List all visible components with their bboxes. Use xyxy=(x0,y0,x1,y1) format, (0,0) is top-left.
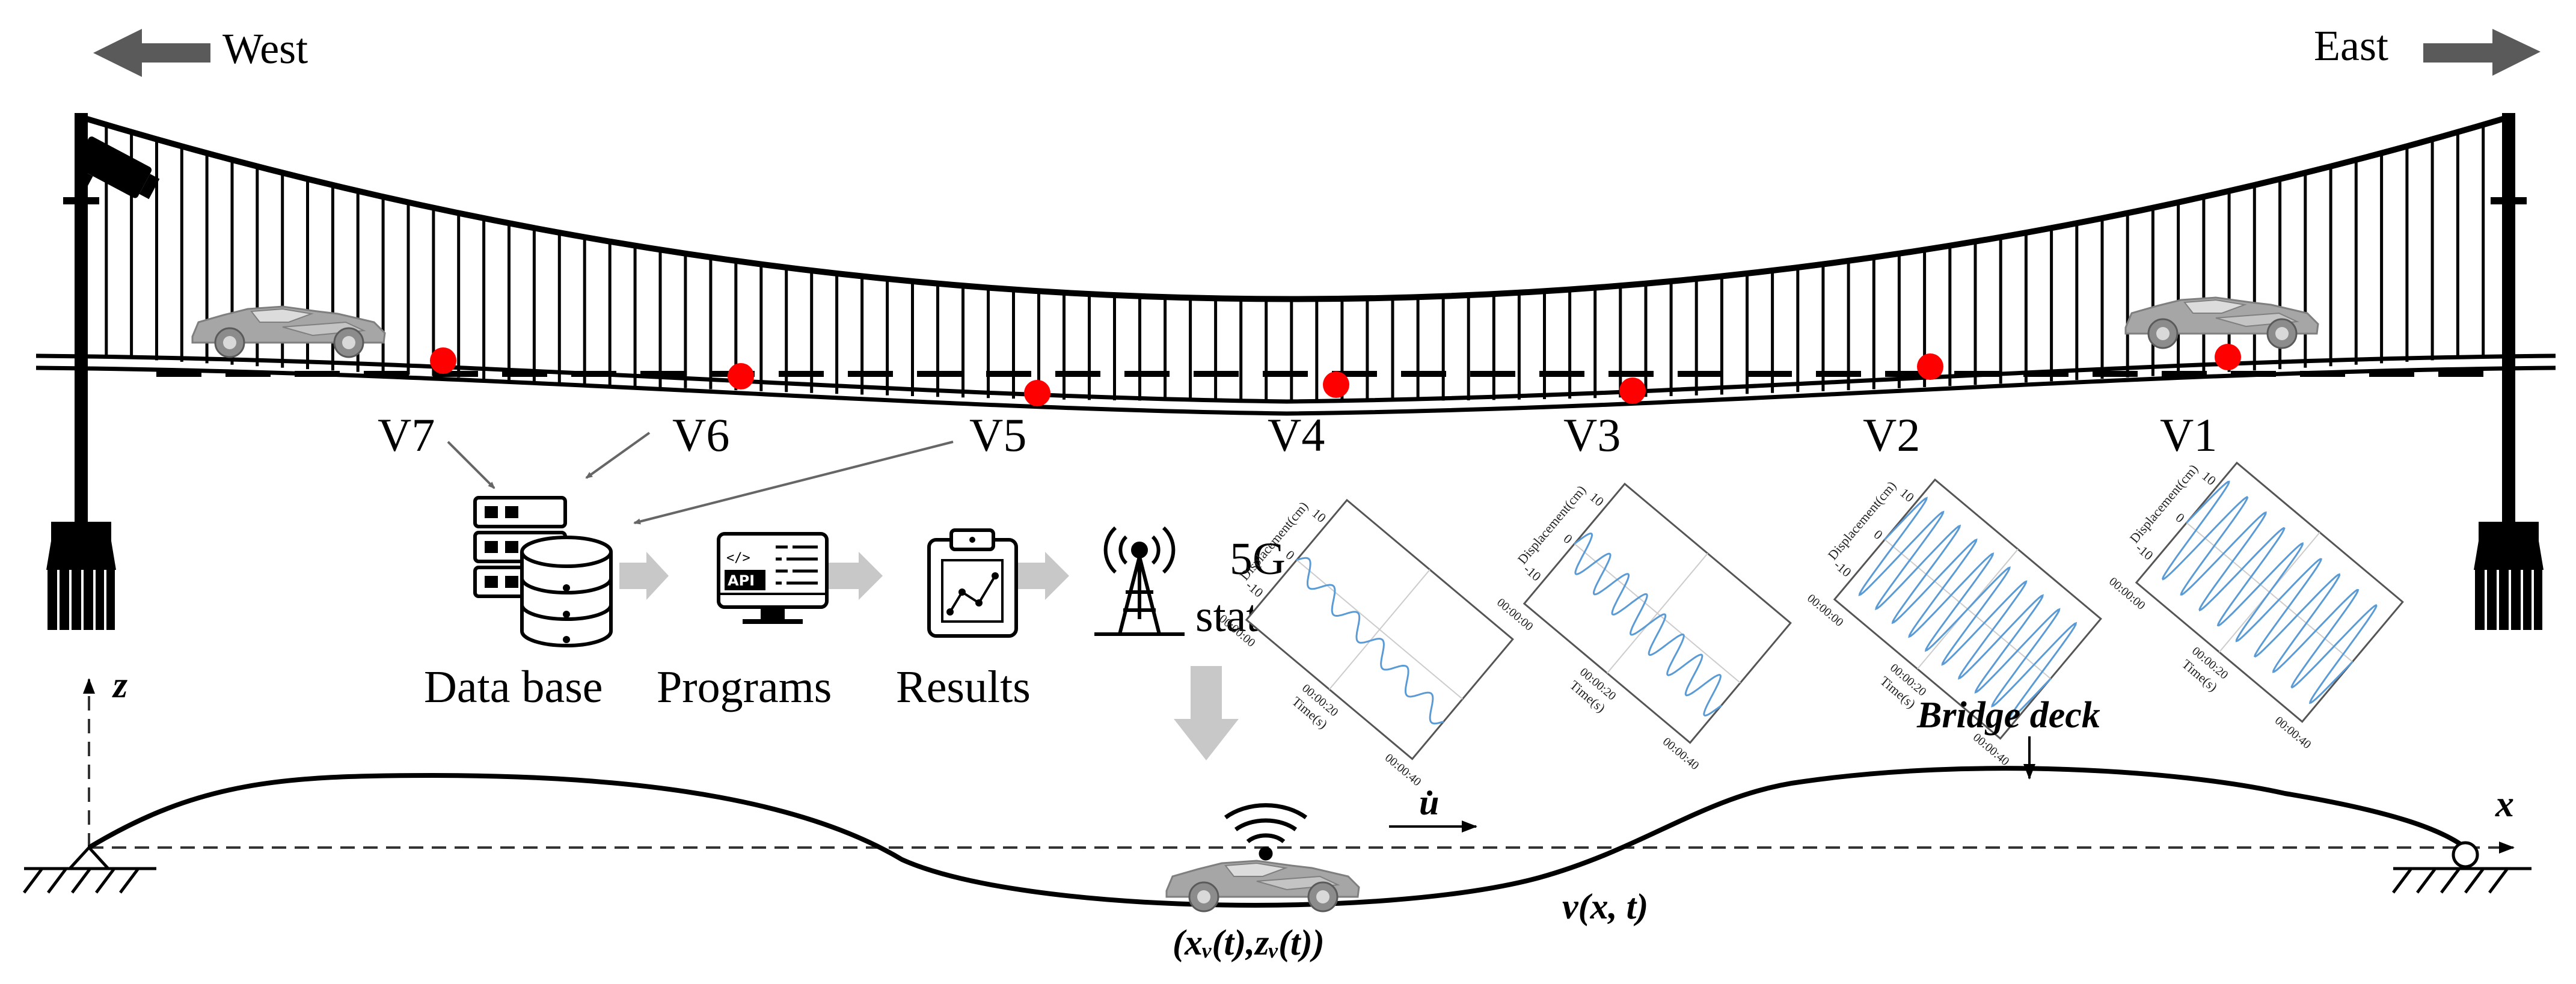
svg-text:</>: </> xyxy=(726,551,750,566)
roller-support xyxy=(2392,841,2532,894)
plot-xtick: 00:00:40 xyxy=(1970,731,2012,769)
sensor-v5-marker xyxy=(1024,380,1050,406)
deflection-label: v(x, t) xyxy=(1562,887,1648,926)
bridge-deck-lower xyxy=(35,365,2556,416)
bridge-deck-upper xyxy=(35,353,2556,404)
sensor-v4-marker xyxy=(1323,371,1349,398)
plot-xtick: 00:00:40 xyxy=(2272,714,2314,752)
pin-support xyxy=(23,845,156,894)
x-axis-label: x xyxy=(2495,784,2514,825)
west-arrow-icon xyxy=(93,29,210,77)
api-text: API xyxy=(728,572,755,589)
velocity-label: u̇ xyxy=(1419,783,1439,822)
suspension-bridge xyxy=(35,112,2556,631)
database-label: Data base xyxy=(424,662,603,712)
west-label: West xyxy=(222,25,308,73)
plot-v4: 100-1000:00:0000:00:2000:00:40Displaceme… xyxy=(1216,498,1514,789)
sensor-v7-marker xyxy=(430,347,456,374)
z-axis-label: z xyxy=(112,665,127,706)
plot-ytick: 10 xyxy=(1309,506,1329,525)
sensor-v1-marker xyxy=(2215,344,2241,370)
plot-ytick: 10 xyxy=(2199,468,2219,488)
results-label: Results xyxy=(896,662,1031,712)
5g-tower-icon xyxy=(1094,526,1185,636)
east-arrow-icon xyxy=(2423,29,2541,76)
sensor-label-v5: V5 xyxy=(969,409,1026,461)
5g-label: 5G xyxy=(1230,534,1286,584)
displacement-plots: 100-1000:00:0000:00:2000:00:40Displaceme… xyxy=(1216,461,2404,789)
plot-mid-gridline xyxy=(1328,569,1431,690)
programs-label: Programs xyxy=(657,662,832,712)
plot-xtick: 00:00:40 xyxy=(1660,735,1702,773)
bridge-deck-label: Bridge deck xyxy=(1916,695,2100,736)
plot-xtick: 00:00:40 xyxy=(1382,751,1424,789)
camera-icon xyxy=(75,136,160,200)
wireless-signal-icon xyxy=(1224,803,1308,861)
sensor-label-v2: V2 xyxy=(1863,409,1920,461)
deflected-deck-curve xyxy=(87,766,2467,908)
sensor-label-v1: V1 xyxy=(2160,409,2217,461)
pipeline-arrows xyxy=(619,552,1239,760)
sensor-markers xyxy=(430,344,2241,406)
sensor-label-v7: V7 xyxy=(378,409,435,461)
plot-v3: 100-1000:00:0000:00:2000:00:40Displaceme… xyxy=(1494,482,1792,773)
east-label: East xyxy=(2314,22,2388,70)
database-icon xyxy=(473,496,613,647)
plot-ytick: 10 xyxy=(1587,489,1607,509)
vehicle-bridge-model: z x Bridge deck xyxy=(23,665,2532,962)
sensor-label-v4: V4 xyxy=(1268,409,1325,461)
down-arrow-icon xyxy=(1174,666,1239,760)
sensor-label-v3: V3 xyxy=(1563,409,1621,461)
programs-icon: </> API xyxy=(717,532,829,624)
results-clipboard-icon xyxy=(927,528,1018,638)
sensor-v3-marker xyxy=(1619,377,1646,404)
sensor-v6-marker xyxy=(728,363,754,390)
sensor-v2-marker xyxy=(1917,353,1943,380)
plot-signal-line xyxy=(1574,533,1722,717)
car-west-icon xyxy=(191,305,386,358)
plot-signal-line xyxy=(1296,557,1444,725)
plot-ytick: 10 xyxy=(1897,485,1917,505)
bridge-hangers xyxy=(105,124,2485,402)
vehicle-position-label: (xᵥ(t),zᵥ(t)) xyxy=(1173,923,1325,962)
sensor-data-arrows xyxy=(447,432,954,525)
plot-v1: 100-1000:00:0000:00:2000:00:40Displaceme… xyxy=(2106,461,2404,752)
sensor-label-v6: V6 xyxy=(672,409,729,461)
main-cable xyxy=(80,114,2510,302)
plot-signal-line xyxy=(1858,497,2078,722)
car-east-icon xyxy=(2124,296,2319,349)
plot-mid-gridline xyxy=(1606,553,1708,674)
plot-signal-line xyxy=(2162,480,2378,704)
